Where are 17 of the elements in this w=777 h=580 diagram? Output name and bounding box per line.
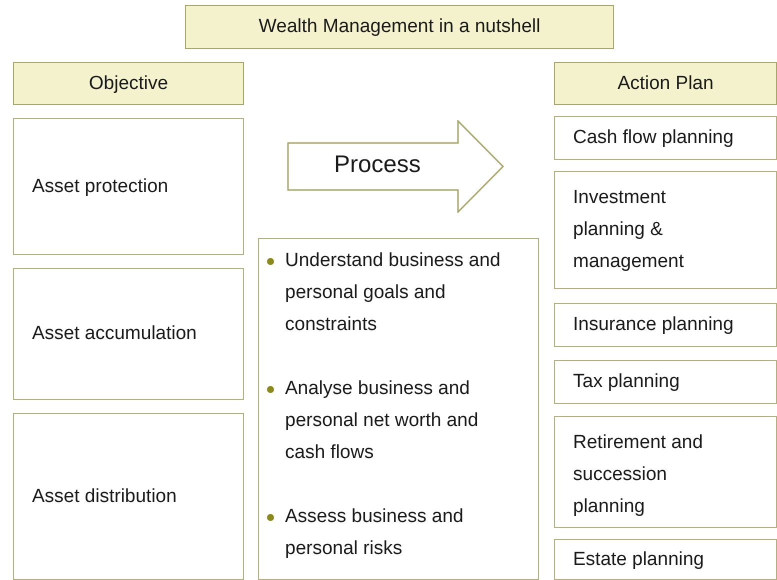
objective-box: Asset accumulation [13,268,244,400]
arrow-label: Process [334,150,421,180]
bullet-text: Assess business and personal risks [285,506,464,559]
bullet-text: Analyse business and personal net worth and cash flows [285,378,478,463]
action-box: Tax planning [554,360,777,404]
bullet-text: Understand business and personal goals and constraints [285,250,500,335]
title-box: Wealth Management in a nutshell [185,5,614,49]
action-box: Cash flow planning [554,116,777,160]
action-box: Investment planning & management [554,171,777,289]
process-panel [258,238,539,580]
column-header: Action Plan [554,62,777,105]
column-header: Objective [13,62,244,105]
action-box: Estate planning [554,539,777,580]
objective-box: Asset protection [13,118,244,255]
action-box: Insurance planning [554,303,777,347]
action-box: Retirement and succession planning [554,416,777,528]
objective-box: Asset distribution [13,413,244,580]
